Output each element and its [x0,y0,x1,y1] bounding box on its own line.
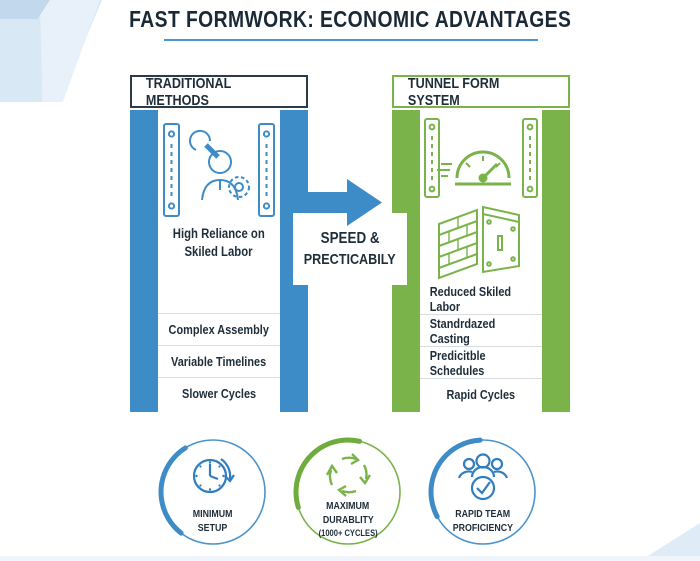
badge-ring [158,437,268,547]
traditional-methods-body: High Reliance on Skiled Labor Complex As… [130,110,308,412]
formwork-brick-wall-icon [438,205,520,280]
list-item-label: Predicitble Schedules [429,347,486,378]
team-proficiency-icon [457,453,509,501]
header: FAST FORMWORK: ECONOMIC ADVANTAGES [0,6,700,33]
badge-label-line1: RAPID TEAM [455,508,511,520]
recycle-durability-icon [325,453,372,497]
badge-label-line2: SETUP [198,521,228,534]
list-item-label: Slower Cycles [181,386,257,401]
clock-setup-icon [192,458,235,494]
connector-label-line2: PRECTICABILY [304,251,396,268]
badge-label-line2: PROFICIENCY [452,521,514,534]
list-item: Slower Cycles [158,377,280,409]
list-item: Standrdazed Casting [420,314,542,346]
list-item-label: Reduced Skiled Labor [429,283,512,314]
traditional-highlight-line2: Skiled Labor [184,244,254,260]
traditional-highlight-text: High Reliance on Skiled Labor [158,225,280,261]
badge-label-line2: DURABLITY [322,513,374,526]
column-bar-right [542,110,570,412]
tunnel-items-list: Reduced Skiled Labor Standrdazed Casting… [420,283,542,410]
maximum-durability-badge: MAXIMUM DURABLITY (1000+ CYCLES) [293,437,403,557]
tunnel-form-system-header: TUNNEL FORM SYSTEM [392,74,570,109]
badge-label-line1: MAXIMUM [326,500,370,512]
list-item: Reduced Skiled Labor [420,283,542,314]
bottom-strip-decoration [0,556,700,561]
tunnel-form-system-header-label: TUNNEL FORM SYSTEM [407,74,500,109]
title-underline [164,39,538,41]
list-item-label: Complex Assembly [168,322,270,337]
tunnel-form-system-column: TUNNEL FORM SYSTEM [392,75,570,412]
corner-facet-shape [0,0,50,19]
worker-wrench-gear-formwork-icon [163,123,275,217]
tunnel-form-system-content: Reduced Skiled Labor Standrdazed Casting… [420,110,542,412]
connector-label-line1: SPEED & [320,230,380,247]
minimum-setup-badge: MINIMUM SETUP [158,437,268,557]
list-item: Variable Timelines [158,345,280,377]
speedometer-formwork-icon [424,118,538,198]
badge-ring [293,437,403,547]
list-item: Predicitble Schedules [420,346,542,378]
list-item-label: Standrdazed Casting [429,315,496,346]
list-item: Complex Assembly [158,313,280,345]
traditional-items-list: Complex Assembly Variable Timelines Slow… [158,313,280,409]
traditional-methods-content: High Reliance on Skiled Labor Complex As… [158,110,280,412]
badge-label: MAXIMUM DURABLITY (1000+ CYCLES) [297,500,399,541]
tunnel-form-system-body: Reduced Skiled Labor Standrdazed Casting… [392,110,570,412]
traditional-highlight-line1: High Reliance on [172,226,266,241]
traditional-methods-header: TRADITIONAL METHODS [130,74,308,109]
list-item-label: Variable Timelines [171,354,267,369]
badge-label: MINIMUM SETUP [162,508,264,535]
traditional-methods-column: TRADITIONAL METHODS [130,75,308,412]
badge-label: RAPID TEAM PROFICIENCY [432,508,534,535]
traditional-methods-header-label: TRADITIONAL METHODS [145,74,232,109]
list-item-label: Rapid Cycles [446,387,516,402]
speed-predictability-label-box: SPEED & PRECTICABILY [293,213,407,285]
badge-label-line3: (1000+ CYCLES) [318,528,378,539]
rapid-team-proficiency-badge: RAPID TEAM PROFICIENCY [428,437,538,557]
badge-label-line1: MINIMUM [193,508,233,520]
column-bar-left [130,110,158,412]
list-item: Rapid Cycles [420,378,542,410]
page-title: FAST FORMWORK: ECONOMIC ADVANTAGES [128,6,572,32]
badge-ring [428,437,538,547]
right-arrow-icon [298,179,382,226]
